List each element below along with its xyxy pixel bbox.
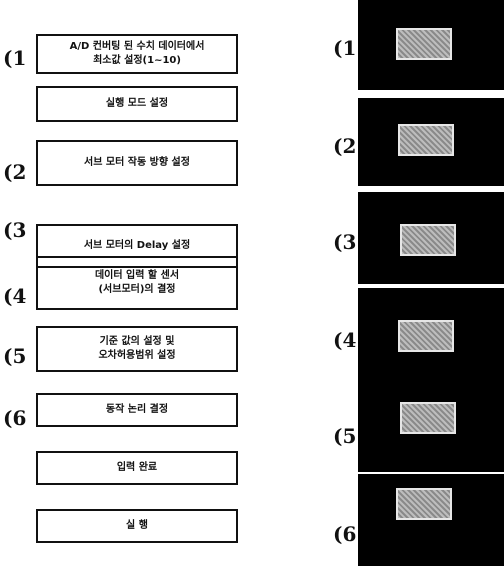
flow-box-6-line2: 오차허용범위 설정 [98,350,176,361]
flow-box-5-line2: (서브모터)의 결정 [98,284,176,295]
lcd-photo-3 [358,192,504,284]
lcd-screen [400,402,456,434]
step-number-1: (1 [3,46,27,70]
lcd-photo-5 [358,380,504,472]
flow-box-4-line1: 서브 모터의 Delay 설정 [83,240,191,251]
lcd-screen [396,488,452,520]
step-number-4: (4 [3,284,27,308]
lcd-photo-2 [358,98,504,186]
photo-number-4: (4 [333,328,357,352]
flow-box-6-line1: 기준 값의 설정 및 [99,336,175,347]
flow-box-2: 실행 모드 설정 [36,86,238,122]
flow-box-9-line1: 실 행 [126,520,148,531]
flow-box-7: 동작 논리 결정 [36,393,238,427]
flow-box-1-line1: A/D 컨버팅 된 수치 데이터에서 [69,41,205,52]
lcd-screen [396,28,452,60]
lcd-screen [400,224,456,256]
lcd-photo-6 [358,474,504,566]
flow-box-8: 입력 완료 [36,451,238,485]
flow-box-5-line1: 데이터 입력 할 센서 [94,270,180,281]
flow-box-6: 기준 값의 설정 및 오차허용범위 설정 [36,326,238,372]
flow-box-7-line1: 동작 논리 결정 [105,404,169,415]
lcd-screen [398,124,454,156]
step-number-3: (3 [3,218,27,242]
flow-box-9: 실 행 [36,509,238,543]
step-number-2: (2 [3,160,27,184]
photo-number-3: (3 [333,230,357,254]
step-number-6: (6 [3,406,27,430]
step-number-5: (5 [3,344,27,368]
flow-box-3-line1: 서브 모터 작동 방향 설정 [84,157,190,168]
photo-number-1: (1 [333,36,357,60]
lcd-screen [398,320,454,352]
flow-box-2-line1: 실행 모드 설정 [105,98,169,109]
lcd-photo-4 [358,288,504,380]
photo-number-2: (2 [333,134,357,158]
flow-box-4: 서브 모터의 Delay 설정 [36,224,238,268]
flow-box-3: 서브 모터 작동 방향 설정 [36,140,238,186]
lcd-photo-1 [358,0,504,90]
flow-box-1: A/D 컨버팅 된 수치 데이터에서 최소값 설정(1~10) [36,34,238,74]
photo-number-6: (6 [333,522,357,546]
photo-number-5: (5 [333,424,357,448]
flow-box-5: 데이터 입력 할 센서 (서브모터)의 결정 [36,256,238,310]
flow-box-1-line2: 최소값 설정(1~10) [93,55,181,66]
flow-box-8-line1: 입력 완료 [116,462,158,473]
